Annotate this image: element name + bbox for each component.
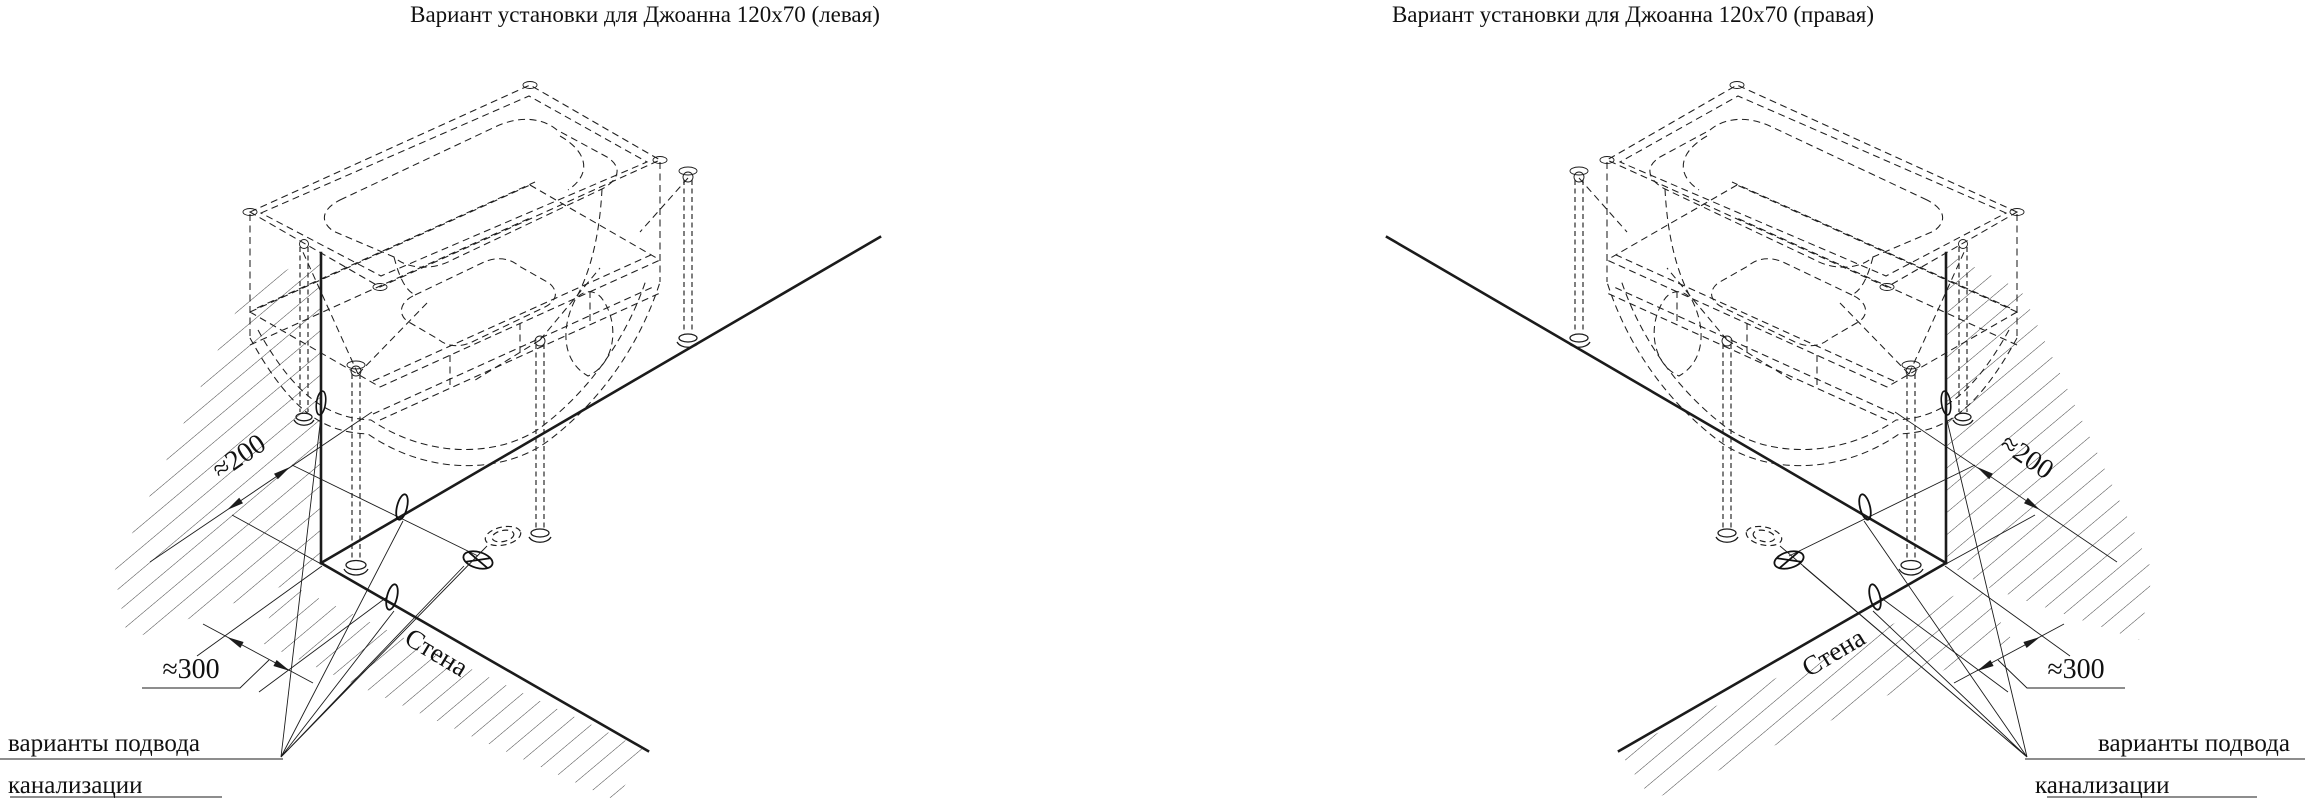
- dim-300-label: ≈300: [2047, 654, 2104, 685]
- drain-connection-options: [315, 390, 522, 611]
- corner-hardware: [1569, 81, 2025, 377]
- drain-option-wall: [315, 390, 327, 416]
- drain-note-line1: варианты подвода: [2098, 730, 2290, 757]
- siphon-flange: [484, 525, 522, 547]
- apron-curve: [249, 281, 661, 467]
- wall-hatching: [1619, 253, 2153, 800]
- note-underline: [0, 758, 283, 798]
- corner-hardware: [242, 81, 698, 377]
- drain-option-wall: [1940, 390, 1952, 416]
- dim-200-lines: [149, 411, 479, 605]
- bathtub-frame-sketch: [1567, 81, 2025, 576]
- drain-option-front: [1868, 583, 1882, 611]
- wall-floor-line-back: [1385, 235, 1948, 565]
- dim-300-lines: [1879, 565, 2125, 693]
- rim-inner: [259, 95, 649, 277]
- wall-floor-line-back: [319, 235, 882, 565]
- drain-leader-fan: [1779, 415, 2028, 758]
- drain-note-line2: канализации: [8, 772, 143, 799]
- diagram-title: Вариант установки для Джоанна 120х70 (ле…: [410, 2, 880, 27]
- leg-feet: [293, 333, 700, 576]
- leg-feet: [1567, 333, 1974, 576]
- note-leaders-right: [1779, 415, 2305, 798]
- bathtub-frame-sketch: [242, 81, 700, 576]
- drain-option-floor: [1773, 550, 1805, 570]
- bathtub-drawing-left: [114, 81, 882, 800]
- wall-hatching: [114, 253, 648, 800]
- note-leaders-left: [0, 415, 488, 798]
- drain-option-back: [395, 493, 409, 521]
- siphon-flange: [1745, 525, 1783, 547]
- dim-300-label: ≈300: [162, 654, 219, 685]
- drain-note-line1: варианты подвода: [8, 730, 200, 757]
- drain-option-floor: [462, 550, 494, 570]
- bowl-bottom: [400, 258, 556, 347]
- rim-outer: [1605, 84, 2019, 288]
- dim-200-lines: [1788, 411, 2118, 605]
- drain-note-line2: канализации: [2035, 772, 2170, 799]
- drain-leader-fan: [280, 415, 488, 758]
- adjustable-legs: [1574, 180, 1968, 560]
- rim-inner: [1618, 95, 2008, 277]
- bowl-deep-end: [565, 291, 614, 377]
- rim-outer: [248, 84, 662, 288]
- diagram-title: Вариант установки для Джоанна 120х70 (пр…: [1392, 2, 1874, 27]
- bathtub-drawing-right: [1385, 81, 2153, 800]
- drain-option-back: [1858, 493, 1872, 521]
- apron-curve: [1606, 281, 2018, 467]
- drain-connection-options: [1745, 390, 1952, 611]
- drain-option-front: [385, 583, 399, 611]
- frame-braces: [301, 177, 689, 383]
- adjustable-legs: [299, 180, 693, 560]
- dim-300-lines: [142, 565, 388, 693]
- frame-braces: [1578, 177, 1966, 383]
- note-underline: [2025, 758, 2305, 798]
- bowl-bottom: [1711, 258, 1867, 347]
- bowl-deep-end: [1653, 291, 1702, 377]
